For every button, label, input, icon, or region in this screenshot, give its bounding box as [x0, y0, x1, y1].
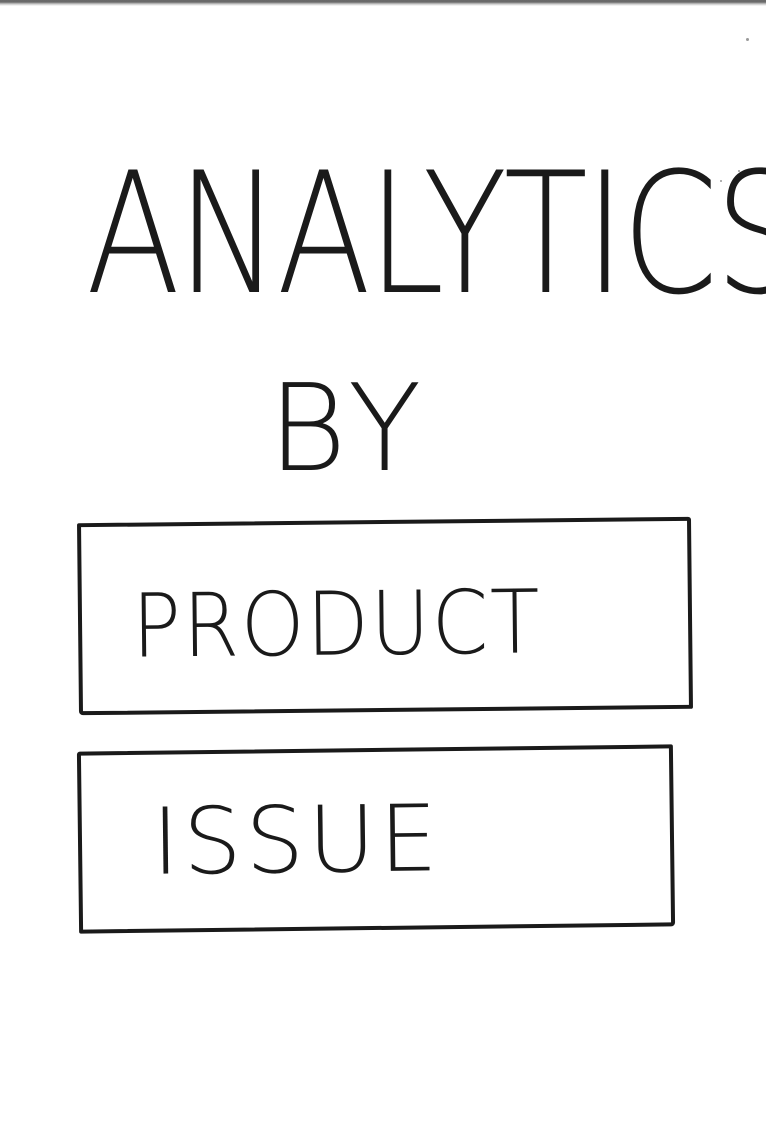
page-subtitle: BY — [268, 360, 430, 499]
paper-top-edge — [0, 0, 766, 6]
issue-button[interactable]: ISSUE — [76, 744, 676, 934]
paper-speck — [738, 170, 740, 172]
page-title: ANALYTICS — [86, 136, 766, 332]
issue-button-label: ISSUE — [151, 785, 443, 896]
product-button[interactable]: PRODUCT — [77, 516, 693, 716]
product-button-label: PRODUCT — [131, 570, 542, 678]
paper-speck — [746, 38, 749, 41]
paper-speck — [720, 180, 722, 182]
